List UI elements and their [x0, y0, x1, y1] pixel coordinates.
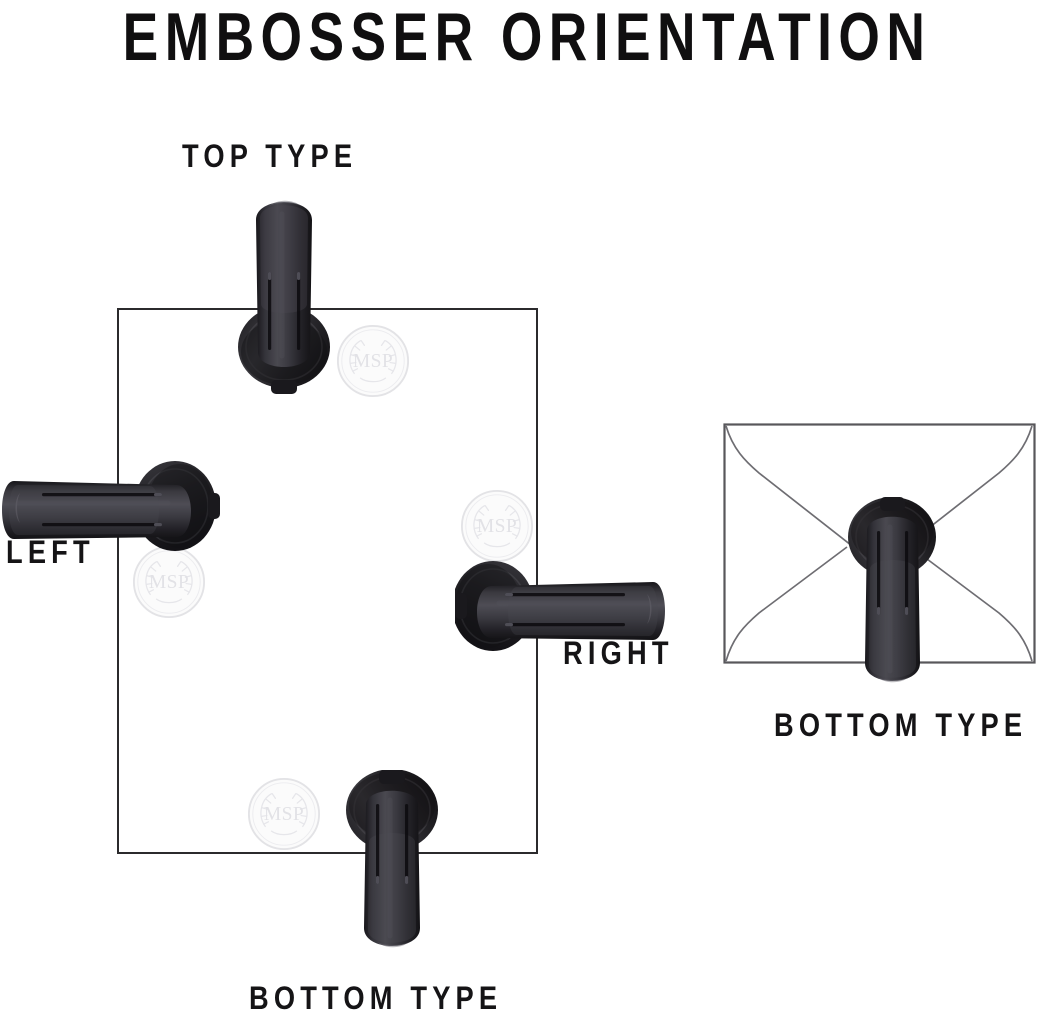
callout-label-bottom-type-paper: BOTTOM TYPE — [249, 981, 503, 1017]
svg-text:MSP: MSP — [353, 351, 393, 372]
svg-text:MSP: MSP — [264, 804, 304, 825]
svg-text:MSP: MSP — [149, 572, 189, 593]
callout-label-bottom-type-envelope: BOTTOM TYPE — [774, 708, 1028, 744]
page-title: EMBOSSER ORIENTATION — [122, 0, 932, 76]
embossed-seal-icon: MSP — [245, 775, 323, 853]
embosser-tool-right — [455, 560, 667, 662]
embossed-seal-icon: MSP — [334, 322, 412, 400]
embosser-tool-left — [0, 459, 220, 563]
callout-label-right: RIGHT — [563, 636, 674, 672]
embosser-tool-top — [231, 184, 337, 398]
embosser-tool-bottom-envelope — [843, 495, 943, 695]
callout-label-top-type: TOP TYPE — [182, 139, 358, 175]
callout-label-left: LEFT — [6, 535, 95, 571]
svg-text:MSP: MSP — [477, 516, 517, 537]
embosser-tool-bottom-paper — [341, 770, 445, 960]
embossed-seal-icon: MSP — [458, 487, 536, 565]
